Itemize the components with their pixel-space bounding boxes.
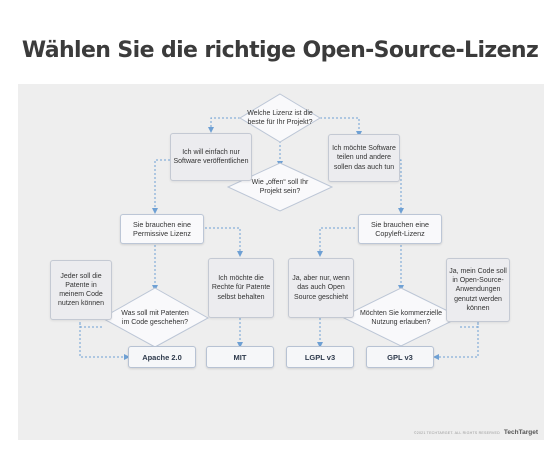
option-share-software: Ich möchte Software teilen und andere so…: [328, 134, 400, 182]
license-lgpl: LGPL v3: [286, 346, 354, 368]
option-publish-only: Ich will einfach nur Software veröffentl…: [170, 133, 252, 181]
license-apache: Apache 2.0: [128, 346, 196, 368]
result-copyleft: Sie brauchen eine Copyleft-Lizenz: [358, 214, 442, 244]
option-yes-any: Ja, mein Code soll in Open-Source-Anwend…: [446, 258, 510, 322]
diamond-start: [239, 93, 321, 143]
connector-commercial-yesany: [460, 322, 479, 328]
page-title: Wählen Sie die richtige Open-Source-Lize…: [21, 38, 539, 63]
question-patents: Was soll mit Patenten im Code geschehen?: [121, 309, 189, 326]
techtarget-logo: TechTarget: [503, 429, 538, 436]
footer: ©2021 TECHTARGET. ALL RIGHTS RESERVED Te…: [414, 429, 538, 436]
connector-publish-permissive: [152, 159, 170, 214]
connector-start-publish: [208, 117, 244, 133]
option-use-patents: Jeder soll die Patente in meinem Code nu…: [50, 260, 112, 320]
connector-start-share: [316, 117, 362, 137]
copyright-text: ©2021 TECHTARGET. ALL RIGHTS RESERVED: [413, 430, 500, 435]
connector-share-copyleft: [398, 159, 404, 214]
connector-copyleft-yesopen: [317, 227, 355, 257]
license-mit: MIT: [206, 346, 274, 368]
connector-permissive-keeprights: [205, 227, 243, 257]
question-commercial: Möchten Sie kommerzielle Nutzung erlaube…: [359, 309, 443, 326]
option-yes-open-source: Ja, aber nur, wenn das auch Open Source …: [288, 258, 354, 318]
option-keep-rights: Ich möchte die Rechte für Patente selbst…: [208, 258, 274, 318]
question-start: Welche Lizenz ist die beste für Ihr Proj…: [247, 109, 313, 126]
question-openness: Wie „offen“ soll Ihr Projekt sein?: [251, 178, 309, 195]
result-permissive: Sie brauchen eine Permissive Lizenz: [120, 214, 204, 244]
license-gpl: GPL v3: [366, 346, 434, 368]
connector-patents-usepatents: [79, 322, 102, 328]
